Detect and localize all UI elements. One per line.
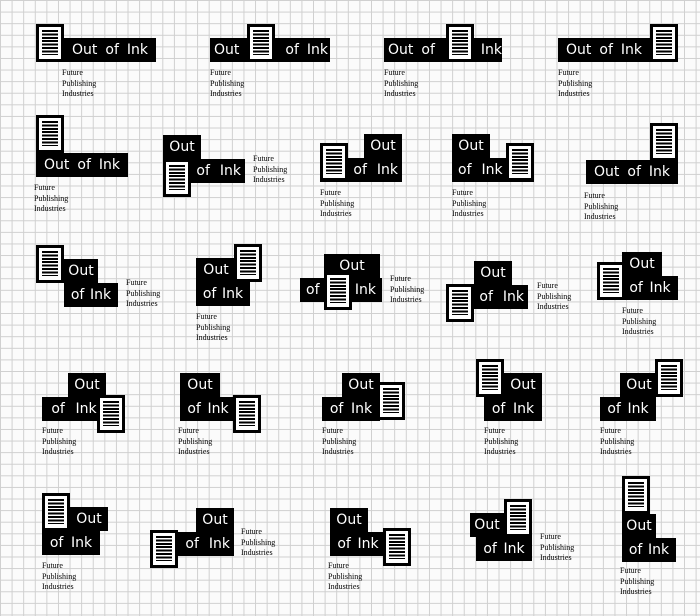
wordmark-line1: Out [622, 252, 662, 276]
wordmark-line1: Out [620, 373, 658, 397]
tagline: Future Publishing Industries [484, 426, 519, 456]
wordmark-line1: Out [196, 258, 236, 282]
document-icon [446, 284, 474, 322]
document-icon [506, 143, 534, 181]
tagline: Future Publishing Industries [620, 566, 655, 596]
document-icon [247, 24, 275, 62]
wordmark-block: Out of Ink [384, 38, 502, 62]
document-icon [36, 24, 64, 62]
wordmark-line1: Out [474, 261, 512, 285]
document-icon [377, 382, 405, 420]
wordmark-line1: Out [364, 134, 402, 158]
tagline: Future Publishing Industries [42, 561, 77, 591]
document-icon [233, 395, 261, 433]
document-icon [655, 359, 683, 397]
document-icon [650, 24, 678, 62]
tagline: Future Publishing Industries [322, 426, 357, 456]
wordmark-line1: Out [196, 508, 234, 532]
tagline: Future Publishing Industries [42, 426, 77, 456]
wordmark-line1: Out [342, 373, 380, 397]
wordmark-line1: Out [504, 373, 542, 397]
tagline: Future Publishing Industries [178, 426, 213, 456]
wordmark-line1: Out [163, 135, 201, 159]
wordmark-line1: Out [452, 134, 490, 158]
document-icon [36, 245, 64, 283]
document-icon [622, 476, 650, 514]
tagline: Future Publishing Industries [320, 188, 355, 218]
tagline: Future Publishing Industries [390, 274, 425, 304]
document-icon [97, 395, 125, 433]
document-icon [650, 123, 678, 161]
wordmark-line1: Out [622, 514, 656, 538]
tagline: Future Publishing Industries [34, 183, 69, 213]
wordmark-line1: Out [470, 513, 504, 537]
tagline: Future Publishing Industries [540, 532, 575, 562]
document-icon [324, 272, 352, 310]
tagline: Future Publishing Industries [253, 154, 288, 184]
document-icon [476, 359, 504, 397]
tagline: Future Publishing Industries [241, 527, 276, 557]
wordmark-line1: Out [68, 373, 106, 397]
document-icon [320, 143, 348, 181]
tagline: Future Publishing Industries [384, 68, 419, 98]
document-icon [383, 528, 411, 566]
tagline: Future Publishing Industries [584, 191, 619, 221]
document-icon [234, 244, 262, 282]
wordmark-line1: Out [330, 508, 368, 532]
document-icon [446, 24, 474, 62]
document-icon [504, 499, 532, 537]
tagline: Future Publishing Industries [537, 281, 572, 311]
wordmark-line1: Out [64, 259, 98, 283]
wordmark-line1: Out [70, 507, 108, 531]
document-icon [163, 159, 191, 197]
tagline: Future Publishing Industries [328, 561, 363, 591]
tagline: Future Publishing Industries [62, 68, 97, 98]
tagline: Future Publishing Industries [622, 306, 657, 336]
document-icon [42, 493, 70, 531]
tagline: Future Publishing Industries [452, 188, 487, 218]
document-icon [597, 262, 625, 300]
tagline: Future Publishing Industries [210, 68, 245, 98]
tagline: Future Publishing Industries [558, 68, 593, 98]
document-icon [36, 115, 64, 153]
tagline: Future Publishing Industries [600, 426, 635, 456]
tagline: Future Publishing Industries [196, 312, 231, 342]
wordmark-line1: Out [180, 373, 220, 397]
tagline: Future Publishing Industries [126, 278, 161, 308]
document-icon [150, 530, 178, 568]
